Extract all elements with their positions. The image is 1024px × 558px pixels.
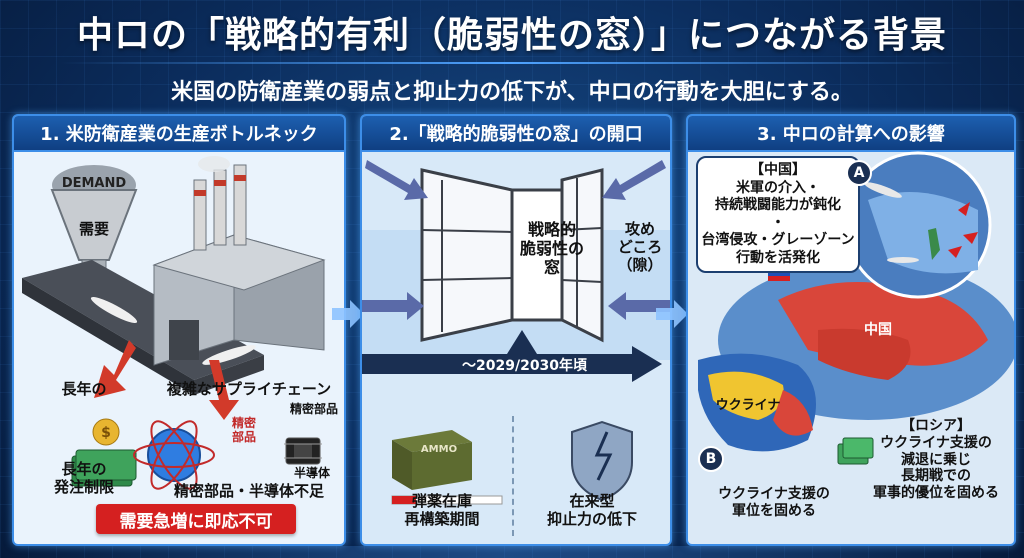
funnel-demand-label: DEMAND (61, 176, 127, 191)
factory-illustration: $ (22, 156, 326, 490)
chip-icon (284, 437, 322, 465)
panel-china-russia-impact: 3. 中ロの計算への影響 (686, 114, 1016, 546)
red-down-arrows (94, 340, 239, 420)
page-title: 中ロの「戦略的有利（脆弱性の窓）」につながる背景 (76, 15, 947, 56)
money-icon: $ (71, 418, 137, 487)
panel2-header: 2.「戦略的脆弱性の窓」の開口 (362, 116, 670, 152)
arrow-right-icon (332, 300, 364, 328)
precision-parts-small-label: 精密部品 (289, 402, 338, 416)
globe-supplychain-icon (133, 420, 215, 490)
page-subtitle: 米国の防衛産業の弱点と抑止力の低下が、中ロの行動を大胆にする。 (171, 80, 853, 105)
china-bubble: 【中国】 米軍の介入・ 持続戦闘能力が鈍化 ・ 台湾侵攻・グレーゾーン 行動を活… (696, 156, 860, 273)
ukraine-map-label: ウクライナ (715, 398, 781, 413)
panel-vulnerability-window: 2.「戦略的脆弱性の窓」の開口 (360, 114, 672, 546)
factory-building-icon (152, 156, 326, 366)
deterrence-decline-label: 在来型 抑止力の低下 (546, 492, 637, 528)
ammo-box-icon (392, 430, 472, 490)
taiwan-map-bubble (844, 151, 992, 299)
panel2-divider (512, 416, 514, 536)
arrow-right-icon (656, 300, 688, 328)
demand-jp-label: 需要 (78, 220, 109, 238)
money-stack-icon (837, 437, 874, 465)
precision-parts-red-label: 精密 部品 (231, 416, 256, 445)
panel1-header: 1. 米防衛産業の生産ボトルネック (14, 116, 344, 152)
footer-bar (0, 546, 1024, 558)
alert-banner: 需要急増に即応不可 (96, 504, 296, 534)
semiconductor-label: 半導体 (293, 466, 330, 480)
window-illustration (362, 160, 670, 505)
ammo-box-label: AMMO (420, 444, 458, 455)
panel-production-bottleneck: 1. 米防衛産業の生産ボトルネック (12, 114, 346, 546)
russia-label: 【ロシア】 ウクライナ支援の 減退に乗じ 長期戦での 軍事的優位を固める (873, 418, 999, 502)
ukraine-map (698, 353, 816, 452)
timeline-arrow-icon (362, 330, 662, 382)
incoming-arrows-icon (362, 160, 670, 320)
window-label: 戦略的 脆弱性の 窓 (519, 220, 584, 278)
order-limit-label: 長年の 発注制限 (53, 460, 114, 496)
ammo-restock-label: 弾薬在庫 再構築期間 (404, 492, 480, 528)
window-left-pane-icon (420, 168, 514, 342)
china-map-label: 中国 (864, 322, 892, 338)
title-divider (60, 62, 964, 64)
label-b-icon: B (698, 446, 724, 472)
attack-point-label: 攻め どころ （隙） (617, 220, 663, 274)
shield-icon (571, 420, 633, 502)
svg-text:$: $ (101, 425, 111, 441)
timeline-label: ～2029/2030年頃 (462, 358, 588, 374)
shortage-label: 精密部品・半導体不足 (173, 482, 324, 500)
supply-chain-label: 複雑なサプライチェーン (166, 380, 332, 398)
long-years-label: 長年の (61, 380, 107, 398)
panel3-header: 3. 中ロの計算への影響 (688, 116, 1014, 152)
window-right-pane-icon (560, 168, 604, 343)
ukraine-support-label: ウクライナ支援の 軍位を固める (718, 486, 830, 519)
map-illustration (698, 151, 1014, 465)
missile-icons (90, 297, 256, 365)
label-a-icon: A (846, 160, 872, 186)
ammo-progress-bar (391, 495, 503, 505)
